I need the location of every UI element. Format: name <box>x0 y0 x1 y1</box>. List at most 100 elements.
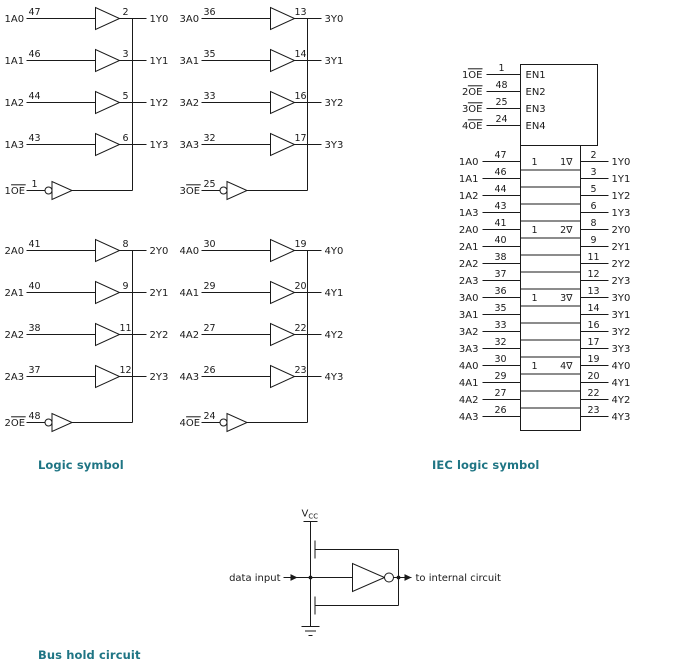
three-state-label: 2∇ <box>560 225 573 236</box>
buffer-triangle <box>95 238 121 263</box>
output-pin: 16 <box>294 91 306 102</box>
three-state-label: 3∇ <box>560 293 573 304</box>
output-pin: 16 <box>587 320 599 331</box>
buffer-triangle <box>270 132 296 157</box>
output-pin: 17 <box>587 337 599 348</box>
input-pin: 36 <box>494 286 506 297</box>
input-label: 1A2 <box>459 191 479 202</box>
input-label: 2A2 <box>5 330 25 341</box>
enable-function-label: EN3 <box>526 104 546 115</box>
input-pin: 41 <box>494 218 506 229</box>
oe-label: 4OE <box>180 418 201 429</box>
input-label: 4A0 <box>459 361 479 372</box>
invert-bubble <box>384 572 394 583</box>
output-label: 4Y3 <box>325 372 344 383</box>
input-label: 3A1 <box>180 56 200 67</box>
input-pin: 47 <box>494 150 506 161</box>
output-label: 4Y0 <box>612 361 631 372</box>
output-pin: 8 <box>122 239 128 250</box>
output-pin: 11 <box>119 323 131 334</box>
output-pin: 2 <box>122 7 128 18</box>
output-label: 1Y0 <box>150 14 169 25</box>
output-pin: 13 <box>294 7 306 18</box>
output-label: 3Y2 <box>325 98 344 109</box>
input-pin: 40 <box>28 281 40 292</box>
output-label: 3Y0 <box>325 14 344 25</box>
buffer-triangle <box>95 322 121 347</box>
buffer-triangle <box>270 364 296 389</box>
input-pin: 46 <box>494 167 506 178</box>
input-label: 4A3 <box>459 412 479 423</box>
output-pin: 9 <box>122 281 128 292</box>
invert-bubble <box>219 186 228 195</box>
input-pin: 35 <box>494 303 506 314</box>
output-pin: 12 <box>119 365 131 376</box>
enable-pin: 25 <box>495 97 507 108</box>
data-input-label: data input <box>229 573 281 584</box>
buffer-triangle <box>95 48 121 73</box>
output-label: 4Y1 <box>612 378 631 389</box>
input-label: 2A3 <box>5 372 25 383</box>
buffer-triangle <box>95 90 121 115</box>
input-label: 2A0 <box>459 225 479 236</box>
enable-label: 1OE <box>462 70 483 81</box>
dependency-label: 1 <box>531 225 537 236</box>
dependency-label: 1 <box>531 293 537 304</box>
output-label: 3Y1 <box>325 56 344 67</box>
output-pin: 8 <box>590 218 596 229</box>
input-label: 1A3 <box>459 208 479 219</box>
output-label: 3Y3 <box>325 140 344 151</box>
output-pin: 12 <box>587 269 599 280</box>
enable-function-label: EN2 <box>526 87 546 98</box>
output-pin: 14 <box>294 49 306 60</box>
input-pin: 27 <box>494 388 506 399</box>
input-pin: 30 <box>203 239 215 250</box>
oe-pin: 48 <box>28 411 40 422</box>
oe-label: 2OE <box>5 418 26 429</box>
input-label: 3A0 <box>459 293 479 304</box>
output-pin: 17 <box>294 133 306 144</box>
output-pin: 22 <box>294 323 306 334</box>
input-label: 3A3 <box>459 344 479 355</box>
output-pin: 14 <box>587 303 599 314</box>
input-pin: 44 <box>28 91 40 102</box>
output-label: 4Y2 <box>325 330 344 341</box>
output-label: 4Y2 <box>612 395 631 406</box>
invert-bubble <box>219 418 228 427</box>
enable-pin: 24 <box>495 114 507 125</box>
bus-hold-circuit-title: Bus hold circuit <box>38 648 141 662</box>
enable-pin: 1 <box>498 63 504 74</box>
dependency-label: 1 <box>531 157 537 168</box>
input-pin: 43 <box>28 133 40 144</box>
input-pin: 26 <box>203 365 215 376</box>
output-pin: 19 <box>294 239 306 250</box>
output-label: 3Y1 <box>612 310 631 321</box>
output-pin: 9 <box>590 235 596 246</box>
input-label: 4A2 <box>459 395 479 406</box>
buffer-triangle <box>95 132 121 157</box>
output-label: 1Y3 <box>612 208 631 219</box>
input-label: 2A3 <box>459 276 479 287</box>
input-label: 1A3 <box>5 140 25 151</box>
output-label: 3Y0 <box>612 293 631 304</box>
input-label: 1A0 <box>5 14 25 25</box>
input-label: 2A0 <box>5 246 25 257</box>
logic-symbol-title: Logic symbol <box>38 458 124 472</box>
buffer-triangle <box>95 6 121 31</box>
oe-pin: 1 <box>31 179 37 190</box>
inverter-triangle <box>352 562 386 593</box>
input-label: 1A0 <box>459 157 479 168</box>
input-pin: 32 <box>203 133 215 144</box>
buffer-triangle <box>270 238 296 263</box>
input-pin: 46 <box>28 49 40 60</box>
output-label: 2Y3 <box>150 372 169 383</box>
input-label: 3A2 <box>180 98 200 109</box>
output-label: 1Y1 <box>150 56 169 67</box>
buffer-triangle <box>270 6 296 31</box>
